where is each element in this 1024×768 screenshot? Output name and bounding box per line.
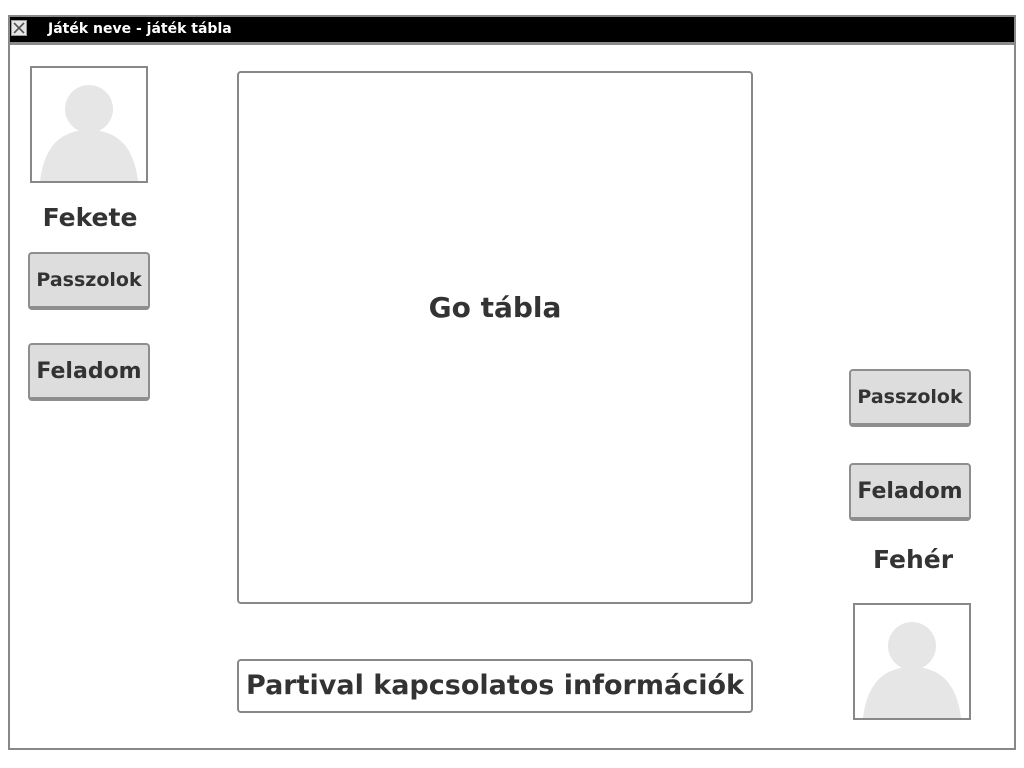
- user-silhouette-icon: [40, 85, 138, 181]
- white-resign-button[interactable]: Feladom: [849, 463, 971, 521]
- window-title: Játék neve - játék tábla: [48, 21, 232, 37]
- white-pass-button[interactable]: Passzolok: [849, 369, 971, 427]
- close-icon[interactable]: [11, 20, 27, 36]
- black-pass-button[interactable]: Passzolok: [28, 252, 150, 310]
- app-window: Játék neve - játék tábla Fekete Passzolo…: [8, 15, 1016, 750]
- white-player-name: Fehér: [872, 545, 954, 574]
- board-label: Go tábla: [428, 291, 562, 324]
- black-player-name: Fekete: [42, 203, 138, 232]
- user-silhouette-icon: [863, 622, 961, 718]
- black-player-avatar: [30, 66, 148, 183]
- title-bar: Játék neve - játék tábla: [10, 17, 1014, 45]
- black-resign-button[interactable]: Feladom: [28, 343, 150, 401]
- game-info-panel: Partival kapcsolatos információk: [237, 659, 753, 713]
- white-player-avatar: [853, 603, 971, 720]
- go-board[interactable]: Go tábla: [237, 71, 753, 604]
